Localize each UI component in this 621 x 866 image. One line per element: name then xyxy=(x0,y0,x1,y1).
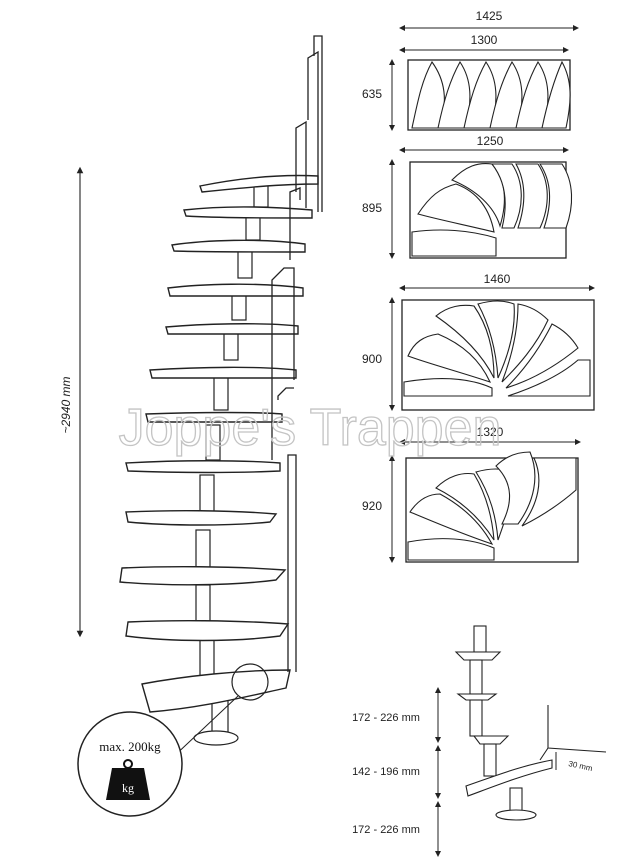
weight-unit-label: kg xyxy=(122,781,134,795)
plan-view-2: 1250 895 xyxy=(362,134,573,259)
plan-4-width-label: 1320 xyxy=(477,425,504,439)
detail-view xyxy=(454,625,607,821)
plan-2-width-label: 1250 xyxy=(477,134,504,148)
detail-dimensions: 172 - 226 mm 142 - 196 mm 172 - 226 mm 3… xyxy=(352,687,594,857)
rise-bottom-label: 172 - 226 mm xyxy=(352,824,420,836)
plan-3-depth-label: 900 xyxy=(362,352,382,366)
weight-icon xyxy=(106,759,150,800)
tread-8 xyxy=(125,460,281,474)
gap-label: 30 mm xyxy=(568,759,594,773)
plan-3-width-label: 1460 xyxy=(484,272,511,286)
tread-7 xyxy=(145,411,283,423)
weight-badge: max. 200kg kg xyxy=(77,711,183,817)
plan-view-4: 1320 920 xyxy=(362,425,581,563)
handrail xyxy=(271,35,323,672)
tread-12 xyxy=(141,669,291,713)
detail-circle xyxy=(231,663,269,701)
rise-mid-label: 142 - 196 mm xyxy=(352,766,420,778)
tread-4 xyxy=(167,283,304,297)
tread-6 xyxy=(149,366,297,379)
height-label: ~2940 mm xyxy=(59,376,73,433)
plan-4-depth-label: 920 xyxy=(362,499,382,513)
tread-5 xyxy=(165,323,299,335)
plan-view-1: 1425 1300 635 xyxy=(362,9,579,131)
tread-3 xyxy=(171,239,306,253)
plan-1-inner-width-label: 1300 xyxy=(471,33,498,47)
max-weight-label: max. 200kg xyxy=(99,739,161,754)
treads xyxy=(119,174,319,713)
plan-view-3: 1460 900 xyxy=(362,272,595,411)
tread-2 xyxy=(183,206,313,219)
tread-9 xyxy=(125,509,278,526)
plan-1-width-label: 1425 xyxy=(476,9,503,23)
tread-10 xyxy=(119,565,287,586)
plan-1-depth-label: 635 xyxy=(362,87,382,101)
tread-11 xyxy=(125,619,290,642)
height-dimension: ~2940 mm xyxy=(59,166,84,638)
watermark: Joppe's Trappen xyxy=(119,399,502,457)
stair-elevation xyxy=(119,35,323,761)
rise-top-label: 172 - 226 mm xyxy=(352,712,420,724)
plan-2-depth-label: 895 xyxy=(362,201,382,215)
central-column xyxy=(193,184,269,746)
